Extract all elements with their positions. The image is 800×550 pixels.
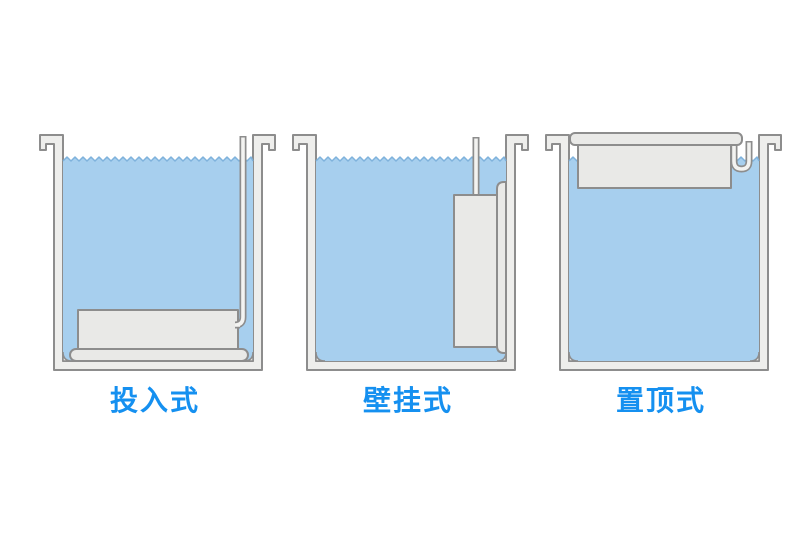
tank-drawing-wall-mounted bbox=[292, 134, 529, 371]
tank-drawing-immersion bbox=[39, 134, 276, 371]
diagram-top-mounted: 置顶式 bbox=[536, 128, 786, 419]
tank-floor-fillet-left bbox=[62, 351, 73, 362]
device-lid bbox=[569, 132, 743, 146]
caption-top-mounted: 置顶式 bbox=[615, 385, 706, 416]
transducer-box bbox=[577, 142, 732, 189]
cable-tube bbox=[234, 136, 245, 327]
cable-tube bbox=[732, 141, 751, 171]
diagram-wall-mounted: 壁挂式 bbox=[283, 128, 533, 419]
tank-floor-fillet-left bbox=[315, 351, 326, 362]
wall-mount-bracket bbox=[496, 181, 507, 354]
diagram-row: 投入式 壁挂式 置顶式 bbox=[30, 128, 782, 419]
transducer-box bbox=[453, 194, 498, 348]
caption-wall-mounted: 壁挂式 bbox=[362, 385, 453, 416]
transducer-box bbox=[77, 309, 239, 350]
tank-drawing-top-mounted bbox=[545, 132, 782, 371]
tank-floor-fillet-left bbox=[568, 351, 579, 362]
device-base-tray bbox=[69, 348, 249, 362]
water bbox=[569, 157, 759, 361]
diagram-immersion: 投入式 bbox=[30, 128, 280, 419]
caption-immersion: 投入式 bbox=[109, 385, 200, 416]
water-surface bbox=[62, 156, 254, 162]
tank-floor-fillet-right bbox=[496, 351, 507, 362]
tank-floor-fillet-right bbox=[749, 351, 760, 362]
